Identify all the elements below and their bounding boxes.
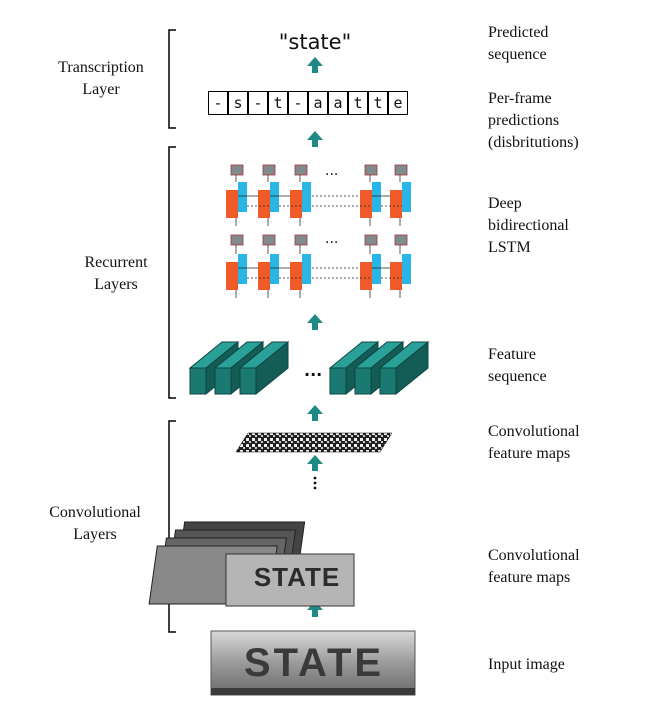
bracket-recurrent bbox=[168, 146, 176, 399]
label-per-frame-predictions: Per-frame predictions (disbritutions) bbox=[488, 90, 579, 151]
label-transcription-layer: Transcription Layer bbox=[58, 59, 144, 98]
frame-prediction: - bbox=[288, 91, 308, 115]
up-arrow bbox=[307, 131, 323, 147]
up-arrow bbox=[307, 57, 323, 73]
input-image bbox=[210, 630, 416, 696]
vertical-ellipsis bbox=[313, 476, 317, 490]
up-arrow bbox=[307, 455, 323, 471]
feature-prism bbox=[328, 340, 380, 396]
frame-prediction: e bbox=[388, 91, 408, 115]
lstm-ellipsis-top: ... bbox=[325, 163, 339, 179]
bracket-convolutional bbox=[168, 420, 176, 633]
lstm-backward-cell bbox=[302, 182, 311, 212]
prism-front bbox=[329, 367, 347, 395]
frame-prediction: - bbox=[208, 91, 228, 115]
prism-front bbox=[214, 367, 232, 395]
lstm-forward-cell bbox=[390, 190, 402, 218]
label-conv-feature-maps-top: Convolutional feature maps bbox=[488, 423, 580, 462]
frame-prediction: t bbox=[348, 91, 368, 115]
prism-side bbox=[255, 340, 289, 396]
lstm-backward-cell bbox=[402, 182, 411, 212]
lstm-output-node bbox=[262, 234, 276, 246]
lstm-forward-cell bbox=[360, 262, 372, 290]
lstm-grid bbox=[226, 164, 411, 298]
stage-brackets bbox=[168, 29, 176, 633]
lstm-output-node bbox=[364, 164, 378, 176]
frame-prediction: t bbox=[368, 91, 388, 115]
frame-prediction: a bbox=[328, 91, 348, 115]
frame-prediction: s bbox=[228, 91, 248, 115]
label-predicted-sequence: Predicted sequence bbox=[488, 24, 549, 63]
feature-prism bbox=[378, 340, 430, 396]
lstm-forward-cell bbox=[258, 190, 270, 218]
up-arrow bbox=[307, 405, 323, 421]
prism-front bbox=[189, 367, 207, 395]
feature-prism bbox=[238, 340, 290, 396]
bracket-transcription bbox=[168, 29, 176, 129]
frame-prediction: - bbox=[248, 91, 268, 115]
lstm-backward-cell bbox=[238, 182, 247, 212]
lstm-output-node bbox=[230, 234, 244, 246]
lstm-output-node bbox=[294, 234, 308, 246]
lstm-backward-cell bbox=[238, 254, 247, 284]
lstm-output-node bbox=[394, 234, 408, 246]
prism-front bbox=[239, 367, 257, 395]
lstm-forward-cell bbox=[290, 262, 302, 290]
lstm-backward-cell bbox=[402, 254, 411, 284]
conv-feature-map-top bbox=[235, 432, 393, 453]
feature-map-stack-text: STATE bbox=[253, 562, 341, 592]
prism-front bbox=[354, 367, 372, 395]
lstm-output-node bbox=[364, 234, 378, 246]
frame-prediction: a bbox=[308, 91, 328, 115]
lstm-ellipsis-mid: ... bbox=[325, 231, 339, 247]
label-conv-feature-maps-bottom: Convolutional feature maps bbox=[488, 547, 580, 586]
lstm-output-node bbox=[262, 164, 276, 176]
lstm-output-node bbox=[294, 164, 308, 176]
frame-prediction: t bbox=[268, 91, 288, 115]
lstm-forward-cell bbox=[258, 262, 270, 290]
lstm-forward-cell bbox=[290, 190, 302, 218]
up-arrow bbox=[307, 601, 323, 617]
up-arrow bbox=[307, 314, 323, 330]
feature-sequence-prisms bbox=[188, 340, 430, 396]
feature-sequence-ellipsis: ... bbox=[304, 361, 323, 380]
lstm-output-node bbox=[230, 164, 244, 176]
lstm-forward-cell bbox=[226, 190, 238, 218]
lstm-backward-cell bbox=[372, 254, 381, 284]
conv-feature-map-stack bbox=[148, 521, 355, 607]
prism-side bbox=[395, 340, 429, 396]
lstm-backward-cell bbox=[302, 254, 311, 284]
label-deep-bidirectional-lstm: Deep bidirectional LSTM bbox=[488, 195, 569, 256]
lstm-backward-cell bbox=[372, 182, 381, 212]
lstm-forward-cell bbox=[360, 190, 372, 218]
flow-arrows bbox=[307, 57, 323, 617]
label-recurrent-layers: Recurrent Layers bbox=[84, 254, 148, 293]
lstm-backward-cell bbox=[270, 254, 279, 284]
prism-front bbox=[379, 367, 397, 395]
lstm-output-node bbox=[394, 164, 408, 176]
lstm-backward-cell bbox=[270, 182, 279, 212]
input-image-text: STATE bbox=[243, 641, 385, 685]
label-feature-sequence: Feature sequence bbox=[488, 346, 547, 385]
label-convolutional-layers: Convolutional Layers bbox=[49, 504, 141, 543]
lstm-forward-cell bbox=[390, 262, 402, 290]
predicted-sequence-text: "state" bbox=[278, 30, 352, 54]
lstm-forward-cell bbox=[226, 262, 238, 290]
label-input-image: Input image bbox=[488, 656, 565, 673]
